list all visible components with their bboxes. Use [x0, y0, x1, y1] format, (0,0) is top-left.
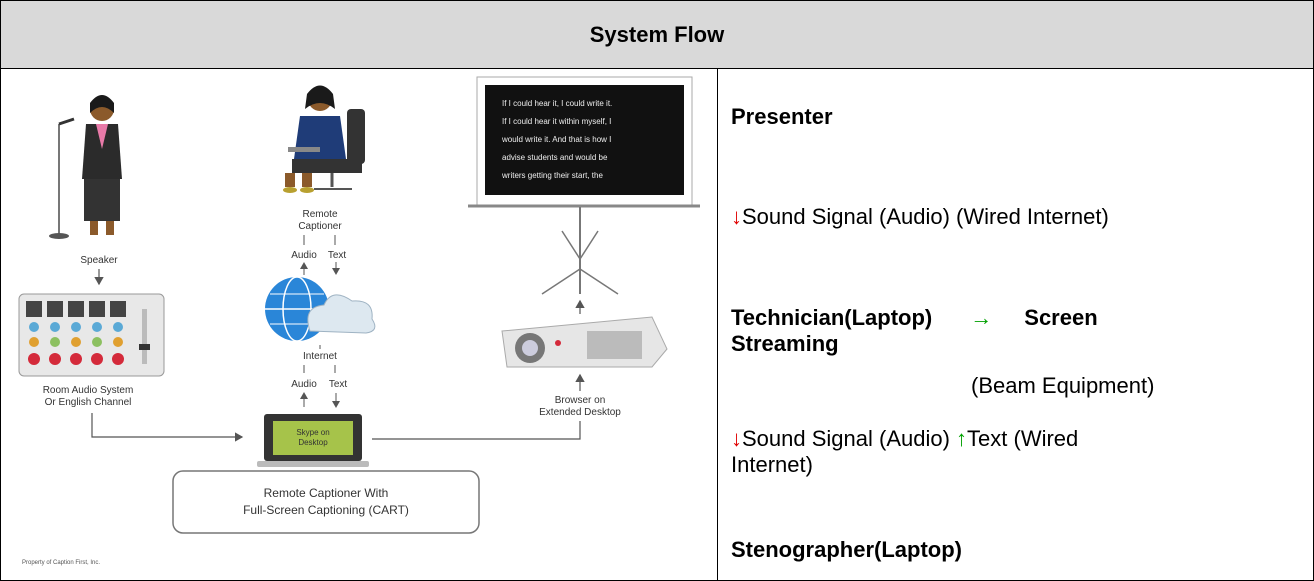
- remote-label-2: Captioner: [298, 221, 342, 232]
- room-audio-label-1: Room Audio System: [43, 385, 134, 396]
- beam-equipment-text: (Beam Equipment): [971, 373, 1155, 398]
- laptop-icon: [257, 414, 369, 467]
- text-label-bottom: Text: [329, 379, 348, 390]
- browser-label-1: Browser on: [555, 395, 606, 406]
- system-flow-diagram: Speaker Room: [2, 69, 717, 580]
- stenographer-step: Stenographer(Laptop): [731, 537, 962, 562]
- remote-captioner-icon: [283, 85, 365, 193]
- text-wired-text: Text (Wired: [967, 426, 1079, 451]
- header-title: System Flow: [589, 21, 725, 47]
- sound-audio-text: Sound Signal (Audio): [742, 426, 950, 451]
- cart-box: [172, 470, 480, 534]
- right-arrow-icon: →: [970, 305, 993, 330]
- internet-globe-icon: [265, 276, 376, 342]
- audio-label-top: Audio: [291, 250, 317, 261]
- screen-text-1: If I could hear it, I could write it.: [502, 99, 612, 108]
- remote-label-1: Remote: [302, 209, 337, 220]
- sound-wired-text: Sound Signal (Audio) (Wired Internet): [742, 204, 1109, 229]
- column-divider: [717, 69, 718, 580]
- skype-label-2: Desktop: [298, 438, 328, 447]
- sound-text-step: ↓Sound Signal (Audio) ↑Text (Wired: [731, 426, 1078, 452]
- screen-text-2: If I could hear it within myself, I: [502, 117, 611, 126]
- screen-text-3: would write it. And that is how I: [501, 135, 611, 144]
- down-arrow-icon: ↓: [731, 426, 742, 451]
- projection-screen-icon: [468, 76, 700, 295]
- internet-text: Internet): [731, 452, 813, 477]
- cart-label-2: Full-Screen Captioning (CART): [243, 503, 409, 517]
- technician-text: Technician(Laptop): [731, 305, 933, 330]
- audio-mixer-icon: [18, 293, 165, 377]
- room-audio-label-2: Or English Channel: [45, 397, 132, 408]
- skype-label-1: Skype on: [296, 428, 329, 437]
- presenter-step: Presenter: [731, 104, 833, 129]
- diagram-svg: Speaker Room: [18, 76, 700, 566]
- speaker-label: Speaker: [80, 255, 118, 266]
- table-header: System Flow: [1, 1, 1313, 69]
- down-arrow-icon: ↓: [731, 204, 742, 229]
- audio-label-bottom: Audio: [291, 379, 317, 390]
- property-label: Property of Caption First, Inc.: [22, 560, 100, 566]
- streaming-text: Streaming: [731, 331, 839, 356]
- up-arrow-icon: ↑: [956, 426, 968, 451]
- projector-icon: [501, 316, 668, 368]
- browser-label-2: Extended Desktop: [539, 407, 621, 418]
- sound-wired-step: ↓Sound Signal (Audio) (Wired Internet): [731, 204, 1109, 230]
- technician-step: Technician(Laptop) → Screen: [731, 305, 1098, 331]
- cart-label-1: Remote Captioner With: [264, 486, 389, 500]
- internet-label: Internet: [303, 351, 337, 362]
- screen-text-4: advise students and would be: [502, 153, 608, 162]
- screen-text: Screen: [1024, 305, 1098, 330]
- speaker-icon: [49, 95, 122, 239]
- screen-text-5: writers getting their start, the: [501, 171, 603, 180]
- text-label-top: Text: [328, 250, 347, 261]
- flow-steps: Presenter ↓Sound Signal (Audio) (Wired I…: [718, 69, 1313, 580]
